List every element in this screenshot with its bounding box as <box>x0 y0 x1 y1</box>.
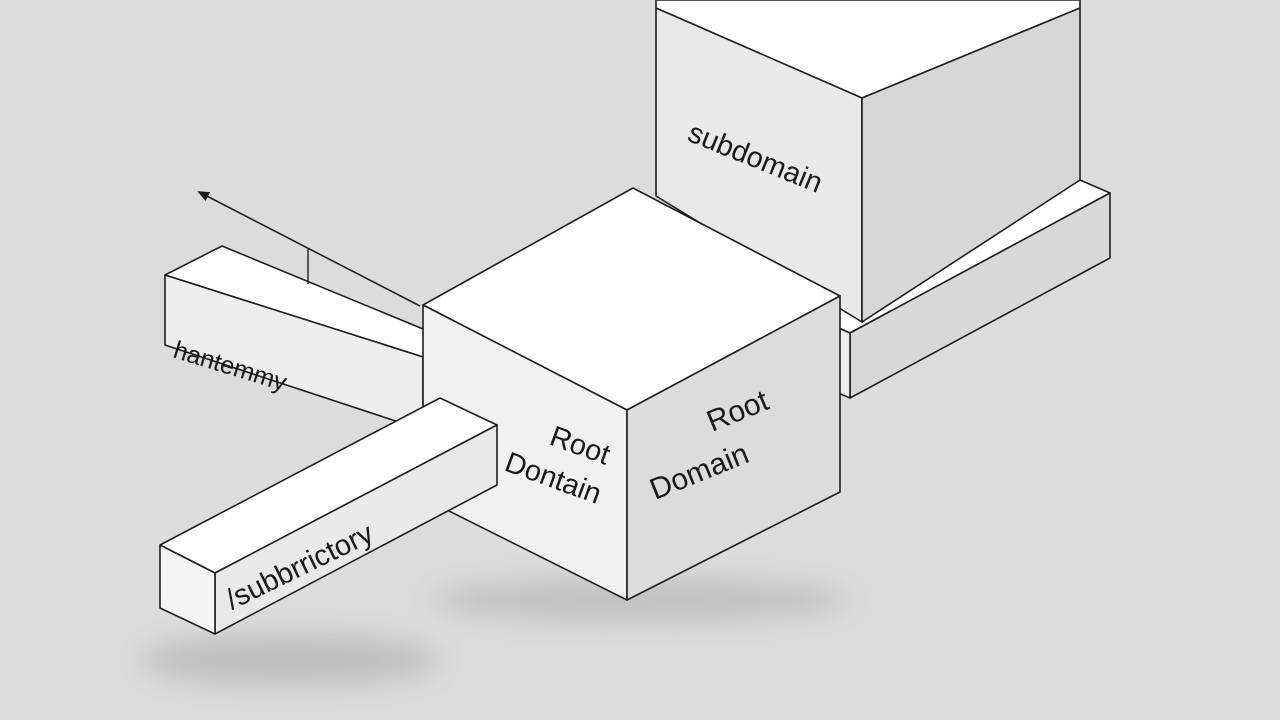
back-bar <box>164 245 441 431</box>
root-domain-cube <box>422 187 841 601</box>
subdomain-block <box>655 0 1081 323</box>
floor-shadows <box>140 580 850 686</box>
subdirectory-bar <box>159 397 498 635</box>
arrow-left-icon <box>197 191 421 307</box>
